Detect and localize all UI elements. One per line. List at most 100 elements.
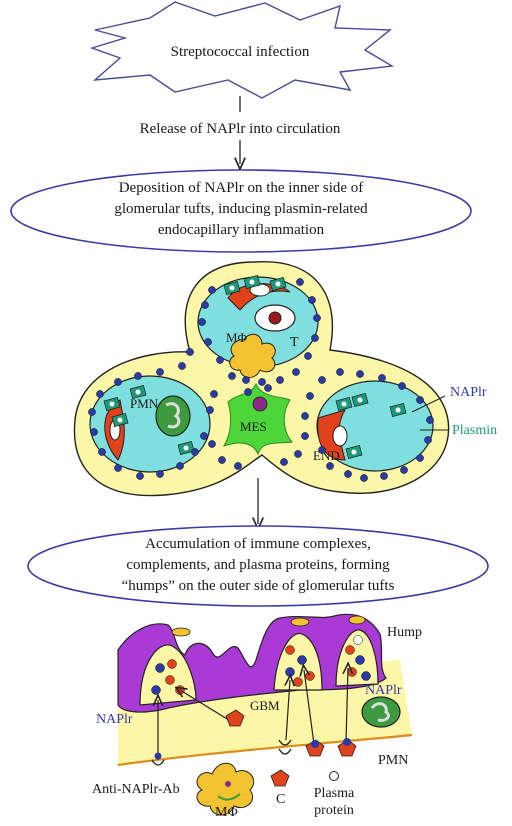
naplr-dot — [258, 378, 266, 386]
immune-deposit — [305, 671, 315, 681]
naplr-dot — [242, 376, 250, 384]
naplr-dot — [301, 432, 309, 440]
label-macrophage: MΦ — [226, 330, 248, 345]
complement-free — [270, 769, 290, 787]
arrow-ab-4 — [304, 670, 315, 745]
naplr-dot — [234, 462, 242, 470]
plasma-protein-icon — [329, 771, 339, 781]
label-gbm: GBM — [250, 698, 280, 713]
pmn-cell — [155, 395, 191, 437]
naplr-dot — [294, 450, 302, 458]
step3-line-1: Deposition of NAPlr on the inner side of — [119, 180, 364, 196]
glomerulus: MES T MΦ PMN END — [73, 261, 450, 497]
label-naplr-right: NAPlr — [365, 683, 402, 698]
antibody-cup-1 — [151, 759, 165, 766]
naplr-dot — [201, 301, 209, 309]
naplr-dot — [313, 314, 321, 322]
naplr-dot — [198, 318, 206, 326]
immune-deposit — [165, 675, 175, 685]
naplr-dot — [216, 356, 224, 364]
naplr-dot — [308, 296, 316, 304]
naplr-dot — [186, 348, 194, 356]
naplr-dot — [264, 384, 272, 392]
immune-deposit — [345, 645, 355, 655]
plasmin-icon — [345, 444, 363, 460]
endothelial-nucleus-right — [332, 425, 348, 447]
naplr-dot — [228, 372, 236, 380]
naplr-dot — [156, 470, 164, 478]
immune-deposit — [151, 685, 161, 695]
label-end: END — [313, 448, 340, 463]
step2-text: Release of NAPlr into circulation — [140, 121, 341, 137]
plasmin-icon — [111, 412, 129, 428]
naplr-dot — [306, 392, 314, 400]
naplr-dot — [156, 368, 164, 376]
pmn-nucleus-bottom — [370, 702, 390, 722]
naplr-dot — [200, 432, 208, 440]
naplr-dot — [114, 464, 122, 472]
naplr-dot — [206, 406, 214, 414]
plasmin-icon — [335, 396, 353, 412]
naplr-dot — [378, 374, 386, 382]
naplr-dot — [304, 352, 312, 360]
naplr-dot — [208, 286, 216, 294]
plasma-dot-b — [343, 738, 351, 746]
mesangial-nucleus — [252, 396, 268, 412]
arrow-ab-2 — [180, 690, 233, 723]
naplr-dot — [380, 472, 388, 480]
macrophage-icon — [229, 333, 276, 378]
naplr-dot — [292, 368, 300, 376]
label-pmn-bottom: PMN — [378, 753, 408, 768]
plasmin-icon — [129, 384, 147, 400]
plasmin-icon — [389, 402, 407, 418]
naplr-dot — [218, 456, 226, 464]
naplr-dot — [318, 446, 326, 454]
step3-ellipse — [10, 169, 472, 253]
naplr-dot — [336, 368, 344, 376]
plasmin-icon — [243, 274, 261, 290]
label-hump: Hump — [387, 625, 422, 640]
macrophage-eye — [225, 781, 231, 787]
naplr-dot — [326, 462, 334, 470]
naplr-dot — [114, 378, 122, 386]
immune-deposit — [297, 655, 307, 665]
label-pmn: PMN — [130, 396, 159, 411]
label-plasma-protein-1: Plasma — [314, 786, 355, 801]
plasmin-icon — [103, 396, 121, 412]
label-t: T — [290, 335, 299, 350]
plasmin-icon — [177, 440, 195, 456]
podocyte-nucleus-2 — [290, 617, 310, 627]
plasmin-icon — [269, 276, 287, 292]
macrophage-mouth — [217, 793, 241, 801]
naplr-dot — [311, 334, 319, 342]
antibody-cup-3 — [278, 748, 292, 755]
naplr-dot — [318, 376, 326, 384]
immune-deposit — [155, 663, 165, 673]
label-naplr-left: NAPlr — [96, 712, 133, 727]
mesangium — [222, 382, 293, 456]
naplr-dot — [90, 428, 98, 436]
naplr-dot — [360, 474, 368, 482]
naplr-dot — [276, 376, 284, 384]
step4-ellipse — [27, 525, 489, 607]
naplr-dot — [280, 458, 288, 466]
podocyte-nucleus-3 — [348, 615, 366, 625]
pmn-nucleus — [165, 402, 181, 429]
naplr-dot — [344, 470, 352, 478]
naplr-dot — [296, 278, 304, 286]
immune-deposit — [285, 667, 295, 677]
step1-text: Streptococcal infection — [171, 44, 310, 60]
macrophage-icon-bottom — [196, 762, 255, 816]
step3-line-3: endocapillary inflammation — [158, 222, 325, 238]
step4-line-3: “humps” on the outer side of glomerular … — [122, 578, 395, 594]
label-naplr: NAPlr — [450, 385, 487, 400]
gbm-lower-edge — [117, 733, 413, 767]
immune-deposit — [361, 671, 371, 681]
arrow-ab-3 — [286, 680, 290, 741]
complement-1 — [225, 709, 245, 727]
naplr-dot — [204, 338, 212, 346]
arrow-ab-5 — [346, 668, 348, 743]
naplr-dot — [301, 412, 309, 420]
step4-line-1: Accumulation of immune complexes, — [145, 536, 371, 552]
